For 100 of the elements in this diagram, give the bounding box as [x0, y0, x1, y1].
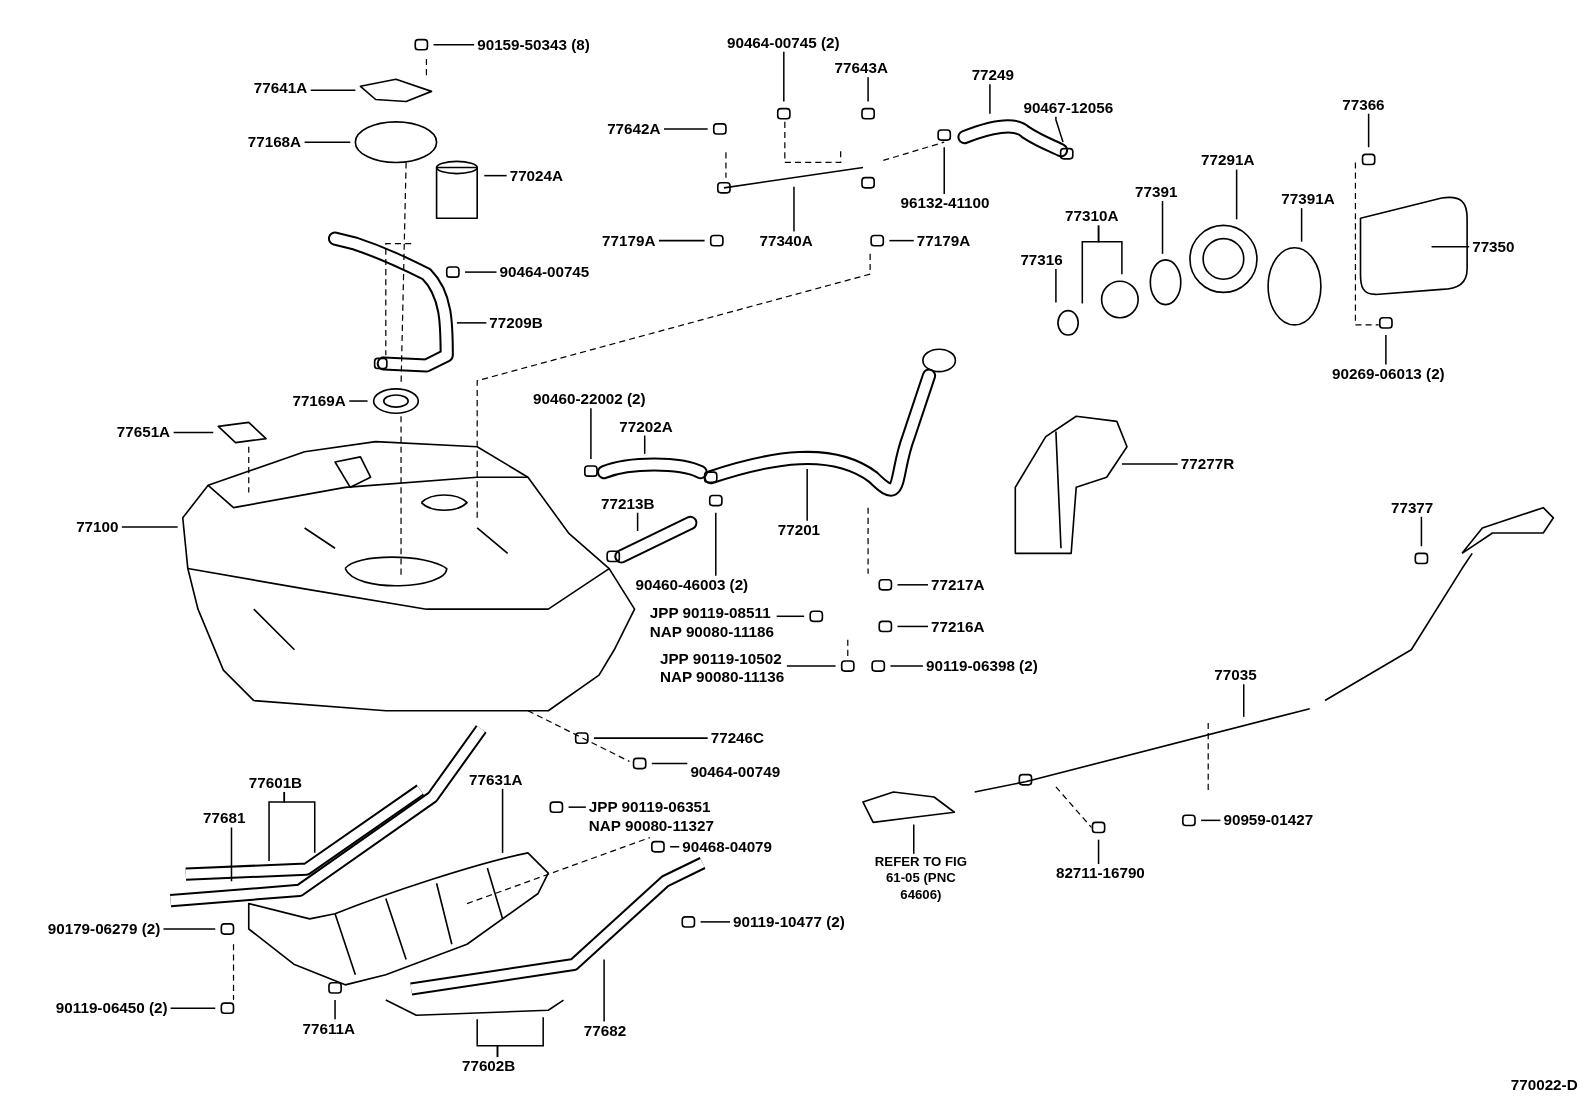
- leader-line: [793, 186, 795, 233]
- leader-line: [303, 141, 352, 143]
- leader-line: [669, 846, 680, 848]
- leader-line: [496, 1016, 544, 1058]
- leader-line: [1385, 334, 1387, 366]
- leader-line: [1097, 838, 1100, 865]
- leader-line: [651, 762, 689, 765]
- part-number: 90464-00749: [690, 762, 781, 781]
- leader-line: [334, 999, 336, 1021]
- part-number: 77168A: [247, 133, 302, 152]
- part-number: NAP 90080-11327: [588, 816, 714, 835]
- leader-line: [483, 174, 508, 177]
- leader-line: [775, 615, 805, 618]
- part-number: 77377: [1390, 498, 1434, 517]
- part-number: 77611A: [302, 1019, 356, 1038]
- leader-line: [943, 146, 945, 195]
- leader-line: [643, 434, 646, 455]
- part-number: 77642A: [607, 119, 661, 139]
- part-number: 77217A: [931, 575, 985, 594]
- part-number: 77391A: [1281, 189, 1335, 209]
- leader-line: [1430, 245, 1470, 248]
- leader-line: [715, 511, 717, 577]
- leader-line: [590, 407, 592, 460]
- part-number: 77682: [583, 1021, 627, 1040]
- part-number: 90119-06450 (2): [55, 999, 168, 1018]
- leader-line: [567, 806, 587, 808]
- leader-line: [783, 51, 785, 103]
- part-number: 90464-00745 (2): [726, 33, 840, 52]
- leader-line: [1121, 463, 1179, 465]
- part-number: 90468-04079: [682, 837, 773, 856]
- part-number: NAP 90080-11136: [659, 668, 785, 687]
- leader-line: [786, 665, 837, 667]
- part-number: 77179A: [602, 231, 656, 250]
- part-number: 77631A: [469, 770, 523, 789]
- part-number: 77602B: [461, 1056, 516, 1076]
- part-number: 77310A: [1065, 207, 1119, 226]
- leader-line: [889, 665, 924, 667]
- part-number: 90460-22002 (2): [533, 389, 646, 409]
- leader-line: [1055, 268, 1057, 304]
- part-number: 77024A: [509, 166, 564, 185]
- part-number: 77277R: [1180, 454, 1235, 474]
- part-number: 77651A: [116, 422, 171, 441]
- leader-line: [593, 737, 709, 739]
- part-number: 90159-50343 (8): [477, 35, 590, 54]
- leader-line: [309, 89, 357, 92]
- part-number: 90467-12056: [1023, 98, 1114, 117]
- part-number: 77246C: [710, 729, 765, 748]
- leader-line: [464, 271, 498, 273]
- leader-line: [121, 526, 179, 528]
- part-number: 96132-41100: [900, 193, 990, 213]
- part-number: 77201: [777, 520, 821, 540]
- leader-line: [888, 239, 915, 242]
- leader-line: [636, 511, 639, 532]
- leader-line: [162, 928, 216, 930]
- part-number: JPP 90119-10502: [659, 649, 783, 669]
- part-number: 90119-06398 (2): [925, 656, 1038, 676]
- part-number: 77213B: [601, 494, 655, 513]
- leader-line: [1235, 168, 1238, 221]
- part-number: JPP 90119-06351: [588, 798, 712, 817]
- part-number: REFER TO FIG 61-05 (PNC 64606): [865, 853, 977, 903]
- leader-line: [989, 83, 991, 115]
- leader-line: [348, 400, 369, 402]
- part-number: 77035: [1214, 666, 1257, 685]
- leader-line: [913, 823, 915, 855]
- part-number: 77216A: [931, 617, 985, 636]
- part-number: 77391: [1135, 182, 1178, 202]
- part-number: 77316: [1020, 250, 1063, 270]
- leader-line: [1055, 116, 1064, 143]
- part-number: 77366: [1342, 95, 1385, 114]
- leader-line: [1161, 200, 1164, 255]
- part-number: 77601B: [248, 773, 303, 792]
- leader-line: [806, 468, 808, 522]
- leader-line: [1420, 516, 1423, 547]
- part-number: 77100: [76, 517, 119, 537]
- part-number: 82711-16790: [1055, 864, 1145, 883]
- leader-line: [867, 76, 869, 103]
- part-number: 77209B: [489, 313, 543, 332]
- part-number: 90269-06013 (2): [1332, 364, 1445, 383]
- leader-line: [1243, 683, 1245, 718]
- leader-line: [896, 584, 929, 586]
- part-number: 90119-10477 (2): [733, 912, 845, 932]
- leader-line: [699, 921, 731, 923]
- part-number: 90460-46003 (2): [635, 575, 749, 594]
- part-number: 77291A: [1201, 151, 1255, 170]
- figure-number: 770022-D: [1510, 1076, 1578, 1094]
- leader-line: [1300, 207, 1303, 243]
- part-number: 77641A: [253, 79, 308, 98]
- leader-line: [1200, 819, 1222, 822]
- leader-line: [432, 43, 475, 46]
- leader-line: [172, 431, 214, 434]
- part-number: 90179-06279 (2): [47, 919, 161, 939]
- part-number: JPP 90119-08511: [649, 604, 772, 623]
- part-number: 77249: [971, 66, 1014, 85]
- leader-line: [501, 788, 504, 854]
- leader-line: [230, 826, 233, 883]
- leader-line: [169, 1007, 216, 1009]
- leader-line: [1081, 224, 1100, 305]
- part-number: 77340A: [759, 231, 813, 250]
- part-number: 77681: [203, 809, 246, 828]
- part-number: 77179A: [916, 231, 971, 250]
